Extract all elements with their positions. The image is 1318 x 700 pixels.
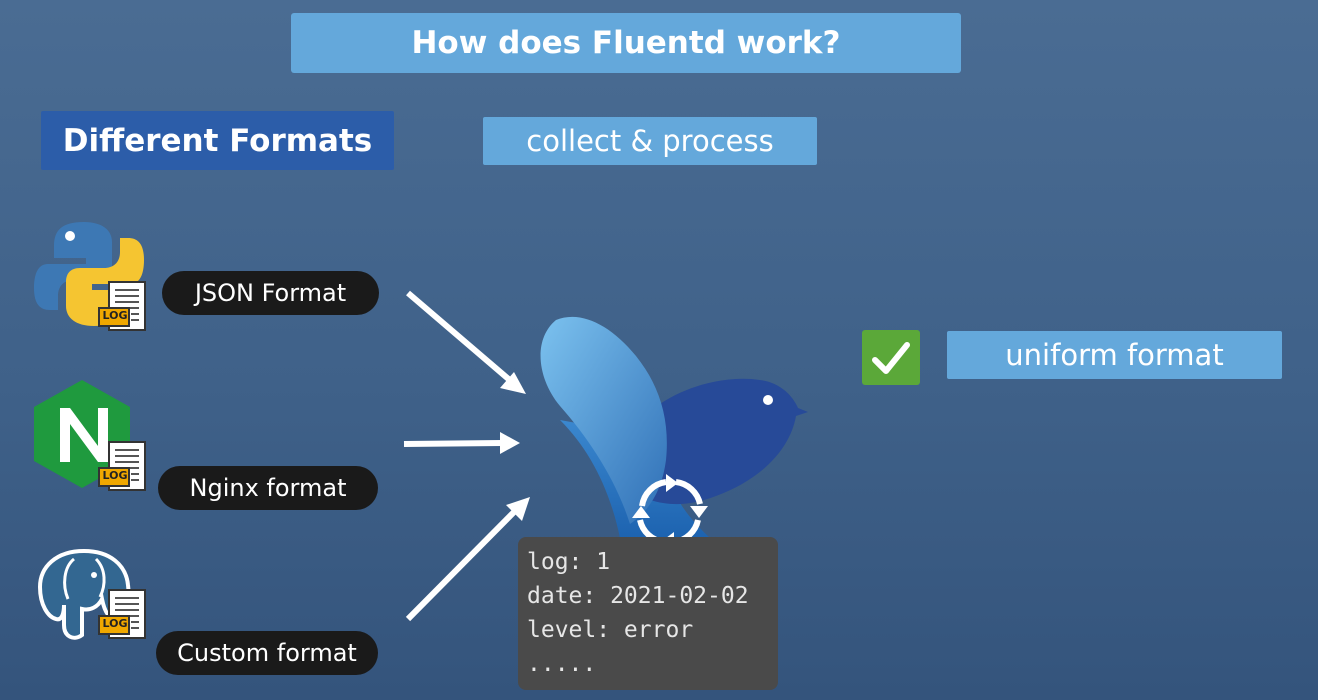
record-line: log: 1 <box>527 549 611 575</box>
arrow-custom-to-fluentd <box>405 497 530 622</box>
uniform-format-label: uniform format <box>947 331 1282 379</box>
log-file-icon <box>95 280 150 338</box>
record-line: ..... <box>527 651 597 677</box>
collect-process-label: collect & process <box>483 117 817 165</box>
custom-format-label: Custom format <box>156 631 378 675</box>
nginx-format-label: Nginx format <box>158 466 378 510</box>
arrow-json-to-fluentd <box>406 290 526 394</box>
checkmark-icon <box>862 330 920 385</box>
record-line: date: 2021-02-02 <box>527 583 749 609</box>
arrow-nginx-to-fluentd <box>403 432 520 454</box>
log-file-icon <box>95 588 150 646</box>
log-file-icon <box>95 440 150 498</box>
log-badge: LOG <box>102 309 128 322</box>
record-line: level: error <box>527 617 694 643</box>
page-title: How does Fluentd work? <box>291 13 961 73</box>
log-badge: LOG <box>102 617 128 630</box>
json-format-label: JSON Format <box>162 271 379 315</box>
log-record: log: 1 date: 2021-02-02 level: error ...… <box>518 537 778 690</box>
different-formats-heading: Different Formats <box>41 111 394 170</box>
log-badge: LOG <box>102 469 128 482</box>
fluentd-bird-icon <box>520 310 810 554</box>
nginx-icon <box>30 378 134 494</box>
